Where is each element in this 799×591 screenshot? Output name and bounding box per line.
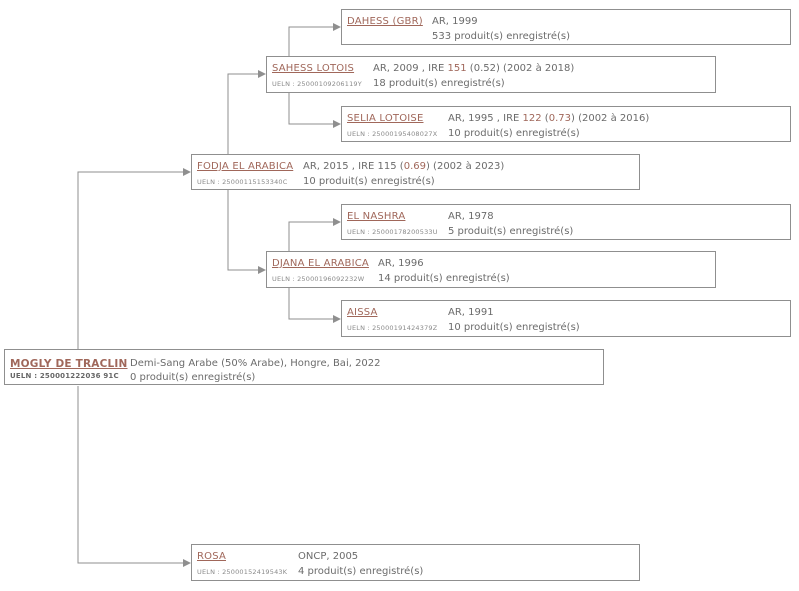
pedigree-node-sire-dam-dam: AISSA UELN : 25000191424379Z AR, 1991 10… <box>341 300 791 337</box>
horse-info: AR, 1991 <box>448 307 494 318</box>
connector-sire-to-sire-dam <box>227 190 266 274</box>
horse-info: AR, 1978 <box>448 211 494 222</box>
ueln-code: UELN : 25000115153340C <box>197 178 288 186</box>
connector-sire-sire-to-sire-sire-sire <box>288 23 341 56</box>
horse-name-link[interactable]: EL NASHRA <box>347 211 406 222</box>
pedigree-node-sire: FODJA EL ARABICA UELN : 25000115153340C … <box>191 154 640 190</box>
horse-name-link[interactable]: FODJA EL ARABICA <box>197 161 294 172</box>
ire-value: 151 <box>447 63 467 74</box>
ueln-code: UELN : 25000152419543K <box>197 568 288 576</box>
connector-sire-sire-to-sire-sire-dam <box>288 93 341 128</box>
connector-root-to-dam <box>77 386 191 567</box>
horse-name-link[interactable]: DJANA EL ARABICA <box>272 258 369 269</box>
products-count: 10 produit(s) enregistré(s) <box>448 128 580 139</box>
pedigree-node-root: MOGLY DE TRACLIN UELN : 250001222036 91C… <box>4 349 604 385</box>
products-count: 10 produit(s) enregistré(s) <box>448 322 580 333</box>
ire-value: 0.69 <box>403 161 426 172</box>
horse-info: AR, 2015 , IRE 115 (0.69) (2002 à 2023) <box>303 161 505 172</box>
horse-info: AR, 1995 , IRE 122 (0.73) (2002 à 2016) <box>448 113 650 124</box>
pedigree-node-sire-sire: SAHESS LOTOIS UELN : 25000109206119Y AR,… <box>266 56 716 93</box>
connector-sire-dam-to-sire-dam-sire <box>288 218 341 252</box>
horse-info: Demi-Sang Arabe (50% Arabe), Hongre, Bai… <box>130 358 381 369</box>
connector-sire-dam-to-sire-dam-dam <box>288 288 341 323</box>
horse-name-link[interactable]: SAHESS LOTOIS <box>272 63 355 74</box>
ueln-code: UELN : 25000178200533U <box>347 228 438 236</box>
pedigree-node-sire-sire-sire: DAHESS (GBR) AR, 1999 533 produit(s) enr… <box>341 9 791 45</box>
products-count: 18 produit(s) enregistré(s) <box>373 78 505 89</box>
horse-name-link[interactable]: MOGLY DE TRACLIN <box>10 358 128 370</box>
horse-name-link[interactable]: DAHESS (GBR) <box>347 16 423 27</box>
ueln-code: UELN : 25000109206119Y <box>272 80 362 88</box>
horse-name-link[interactable]: ROSA <box>197 551 226 562</box>
pedigree-node-sire-dam-sire: EL NASHRA UELN : 25000178200533U AR, 197… <box>341 204 791 240</box>
ire-value: 122 <box>522 113 542 124</box>
ueln-code: UELN : 25000196092232W <box>272 275 365 283</box>
horse-name-link[interactable]: AISSA <box>347 307 378 318</box>
connector-root-to-sire <box>77 168 191 350</box>
horse-name-link[interactable]: SELIA LOTOISE <box>347 113 424 124</box>
horse-info: AR, 1999 <box>432 16 478 27</box>
horse-info: ONCP, 2005 <box>298 551 359 562</box>
ueln-code: UELN : 25000191424379Z <box>347 324 438 332</box>
pedigree-node-sire-dam: DJANA EL ARABICA UELN : 25000196092232W … <box>266 251 716 288</box>
horse-info: AR, 1996 <box>378 258 424 269</box>
products-count: 14 produit(s) enregistré(s) <box>378 273 510 284</box>
products-count: 5 produit(s) enregistré(s) <box>448 226 574 237</box>
ueln-code: UELN : 25000195408027X <box>347 130 438 138</box>
pedigree-node-sire-sire-dam: SELIA LOTOISE UELN : 25000195408027X AR,… <box>341 106 791 142</box>
ire-index: 0.73 <box>548 113 571 124</box>
products-count: 10 produit(s) enregistré(s) <box>303 176 435 187</box>
pedigree-node-dam: ROSA UELN : 25000152419543K ONCP, 2005 4… <box>191 544 640 581</box>
connector-sire-to-sire-sire <box>227 70 266 154</box>
products-count: 4 produit(s) enregistré(s) <box>298 566 424 577</box>
products-count: 0 produit(s) enregistré(s) <box>130 372 256 383</box>
products-count: 533 produit(s) enregistré(s) <box>432 31 571 42</box>
ueln-code: UELN : 250001222036 91C <box>10 372 119 380</box>
horse-info: AR, 2009 , IRE 151 (0.52) (2002 à 2018) <box>373 63 575 74</box>
